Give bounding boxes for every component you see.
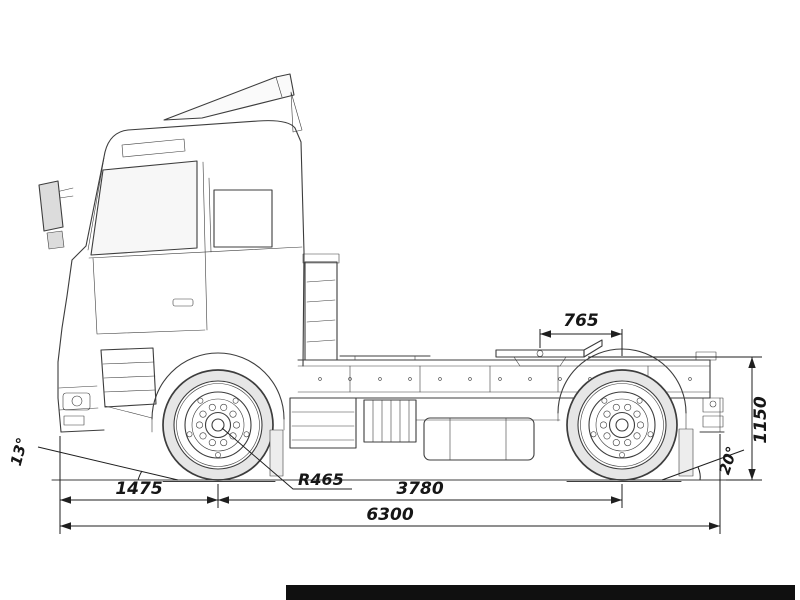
- front-wheel: [163, 370, 273, 480]
- door-outline: [92, 161, 212, 335]
- dimension-label-overall-length: 6300: [366, 505, 413, 525]
- door-window: [90, 160, 198, 256]
- fuel-tank: [423, 417, 535, 461]
- dimension-wheel-radius: R465: [221, 427, 352, 490]
- roof-spoiler: [163, 73, 303, 133]
- fifth-wheel-coupling: [495, 339, 603, 367]
- dimension-departure-angle: 20°: [661, 444, 745, 481]
- dimension-label-wheel-radius: R465: [298, 470, 344, 489]
- dimensions: 765 1150 1475 3780 6300: [7, 311, 771, 534]
- dimension-approach-angle: 13°: [7, 436, 179, 481]
- front-bumper: [58, 385, 105, 433]
- side-mirror: [38, 180, 74, 250]
- truck-side-view: [38, 73, 727, 482]
- dimension-wheelbase: 3780: [218, 479, 623, 508]
- dimension-label-front-overhang: 1475: [115, 479, 162, 499]
- rear-crossmember: [695, 351, 725, 433]
- rear-wheel: [567, 370, 677, 480]
- entry-steps: [100, 347, 157, 419]
- dimension-fifth-wheel-height: 1150: [588, 356, 771, 481]
- dimension-label-fifth-wheel-offset: 765: [563, 311, 599, 331]
- dimension-label-departure-angle: 20°: [715, 444, 741, 477]
- truck-cab: [38, 73, 305, 477]
- front-fender: [151, 352, 285, 477]
- grid-window: [213, 189, 273, 248]
- dimension-overall-length: 6300: [60, 434, 721, 534]
- battery-box: [289, 397, 357, 449]
- dimension-fifth-wheel-offset: 765: [539, 311, 623, 356]
- dimension-label-approach-angle: 13°: [7, 436, 32, 468]
- side-toolbox: [363, 399, 417, 443]
- air-intake-tower: [302, 253, 340, 361]
- dimension-label-fifth-wheel-height: 1150: [751, 396, 771, 443]
- bottom-black-strip: [286, 585, 795, 600]
- catwalk-deck: [339, 355, 431, 361]
- dimension-label-wheelbase: 3780: [396, 479, 443, 499]
